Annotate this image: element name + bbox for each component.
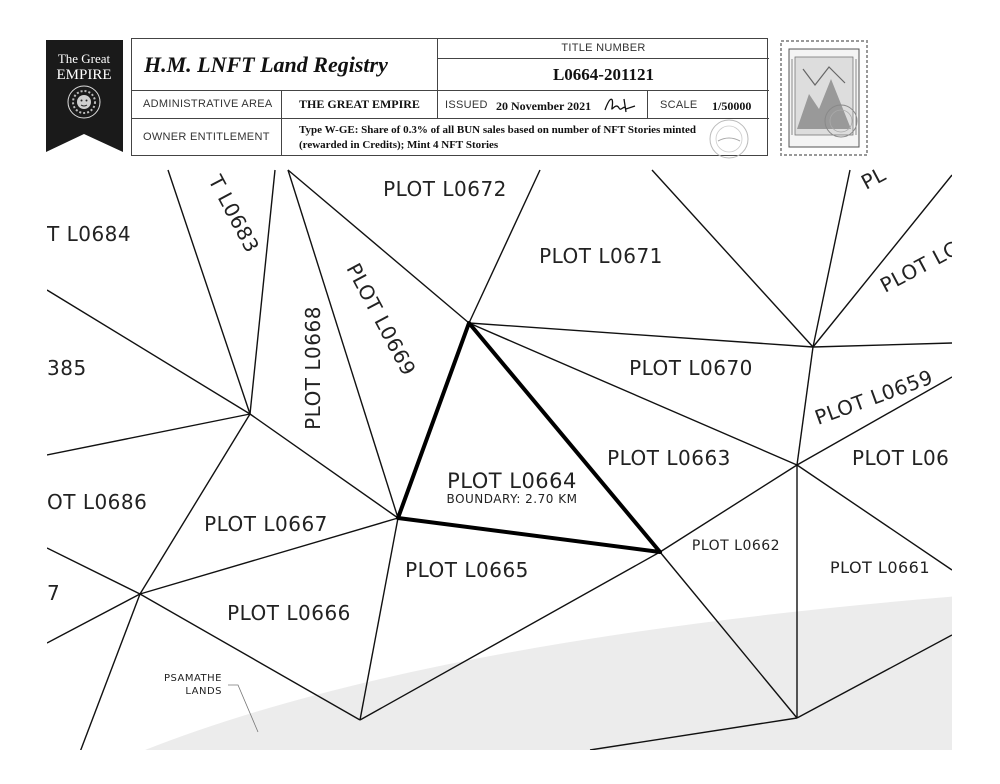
postmark-seal-icon [709, 119, 749, 159]
plot-label-l06: PLOT L06 [852, 446, 949, 470]
plot-label-l0663: PLOT L0663 [607, 446, 731, 470]
title-number-label: TITLE NUMBER [561, 42, 646, 54]
plot-label-l0667: PLOT L0667 [204, 512, 328, 536]
registry-title-cell: H.M. LNFT Land Registry [132, 39, 438, 91]
title-number: L0664-201121 [552, 65, 655, 84]
plot-label-l0670: PLOT L0670 [629, 356, 753, 380]
plot-label-l0684: T L0684 [46, 222, 131, 246]
region-leader-line [228, 684, 259, 733]
scale-label: SCALE [660, 99, 698, 111]
owner-label: OWNER ENTITLEMENT [143, 131, 270, 143]
plot-label-l0687: 7 [47, 581, 60, 605]
admin-area: THE GREAT EMPIRE [299, 97, 420, 111]
owner-entitlement-cell: Type W-GE: Share of 0.3% of all BUN sale… [282, 119, 769, 155]
plot-label-top-right-2: PL [857, 162, 890, 195]
admin-area-cell: THE GREAT EMPIRE [282, 91, 438, 119]
plot-label-top-right: PLOT LC [876, 236, 963, 297]
plot-label-l0672: PLOT L0672 [383, 177, 507, 201]
registry-title: H.M. LNFT Land Registry [144, 52, 388, 77]
issued-cell: ISSUED 20 November 2021 [438, 91, 648, 119]
issued-label: ISSUED [445, 99, 488, 111]
plot-label-l0662: PLOT L0662 [692, 538, 780, 554]
postage-stamp [779, 39, 869, 157]
issued-date: 20 November 2021 [496, 99, 592, 113]
region-label: PSAMATHE [164, 673, 222, 684]
scale-cell: SCALE 1/50000 [648, 91, 769, 119]
logo-small-text: The Great [58, 51, 111, 66]
admin-area-label: ADMINISTRATIVE AREA [143, 98, 273, 110]
owner-entitlement-line2: (rewarded in Credits); Mint 4 NFT Storie… [299, 139, 499, 151]
admin-area-label-cell: ADMINISTRATIVE AREA [132, 91, 282, 119]
plot-label-l0666: PLOT L0666 [227, 601, 351, 625]
plot-label-l0683: T L0683 [203, 170, 264, 256]
main-plot-label: PLOT L0664 [447, 469, 577, 493]
title-number-cell: L0664-201121 [438, 59, 769, 91]
plot-label-l0686: OT L0686 [47, 490, 147, 514]
plot-boundaries [47, 169, 952, 750]
plot-l0664-boundary [396, 321, 662, 554]
plot-label-l0669: PLOT L0669 [342, 259, 421, 380]
plot-label-l0671: PLOT L0671 [539, 244, 663, 268]
plot-label-l0665: PLOT L0665 [405, 558, 529, 582]
plot-label-l0668: PLOT L0668 [301, 306, 325, 430]
plot-label-l0685: 385 [47, 356, 87, 380]
title-number-label-cell: TITLE NUMBER [438, 39, 769, 59]
great-empire-logo: The Great EMPIRE [46, 40, 123, 152]
region-label-2: LANDS [185, 686, 222, 697]
registry-header-table: H.M. LNFT Land Registry TITLE NUMBER L06… [131, 38, 769, 159]
owner-entitlement-line1: Type W-GE: Share of 0.3% of all BUN sale… [299, 124, 697, 136]
lion-crest-icon [67, 85, 101, 119]
boundary-length: BOUNDARY: 2.70 KM [447, 492, 578, 506]
scale-value: 1/50000 [712, 99, 752, 113]
owner-label-cell: OWNER ENTITLEMENT [132, 119, 282, 155]
signature-icon [604, 98, 636, 113]
logo-big-text: EMPIRE [56, 67, 111, 83]
plot-label-l0661: PLOT L0661 [830, 558, 930, 577]
